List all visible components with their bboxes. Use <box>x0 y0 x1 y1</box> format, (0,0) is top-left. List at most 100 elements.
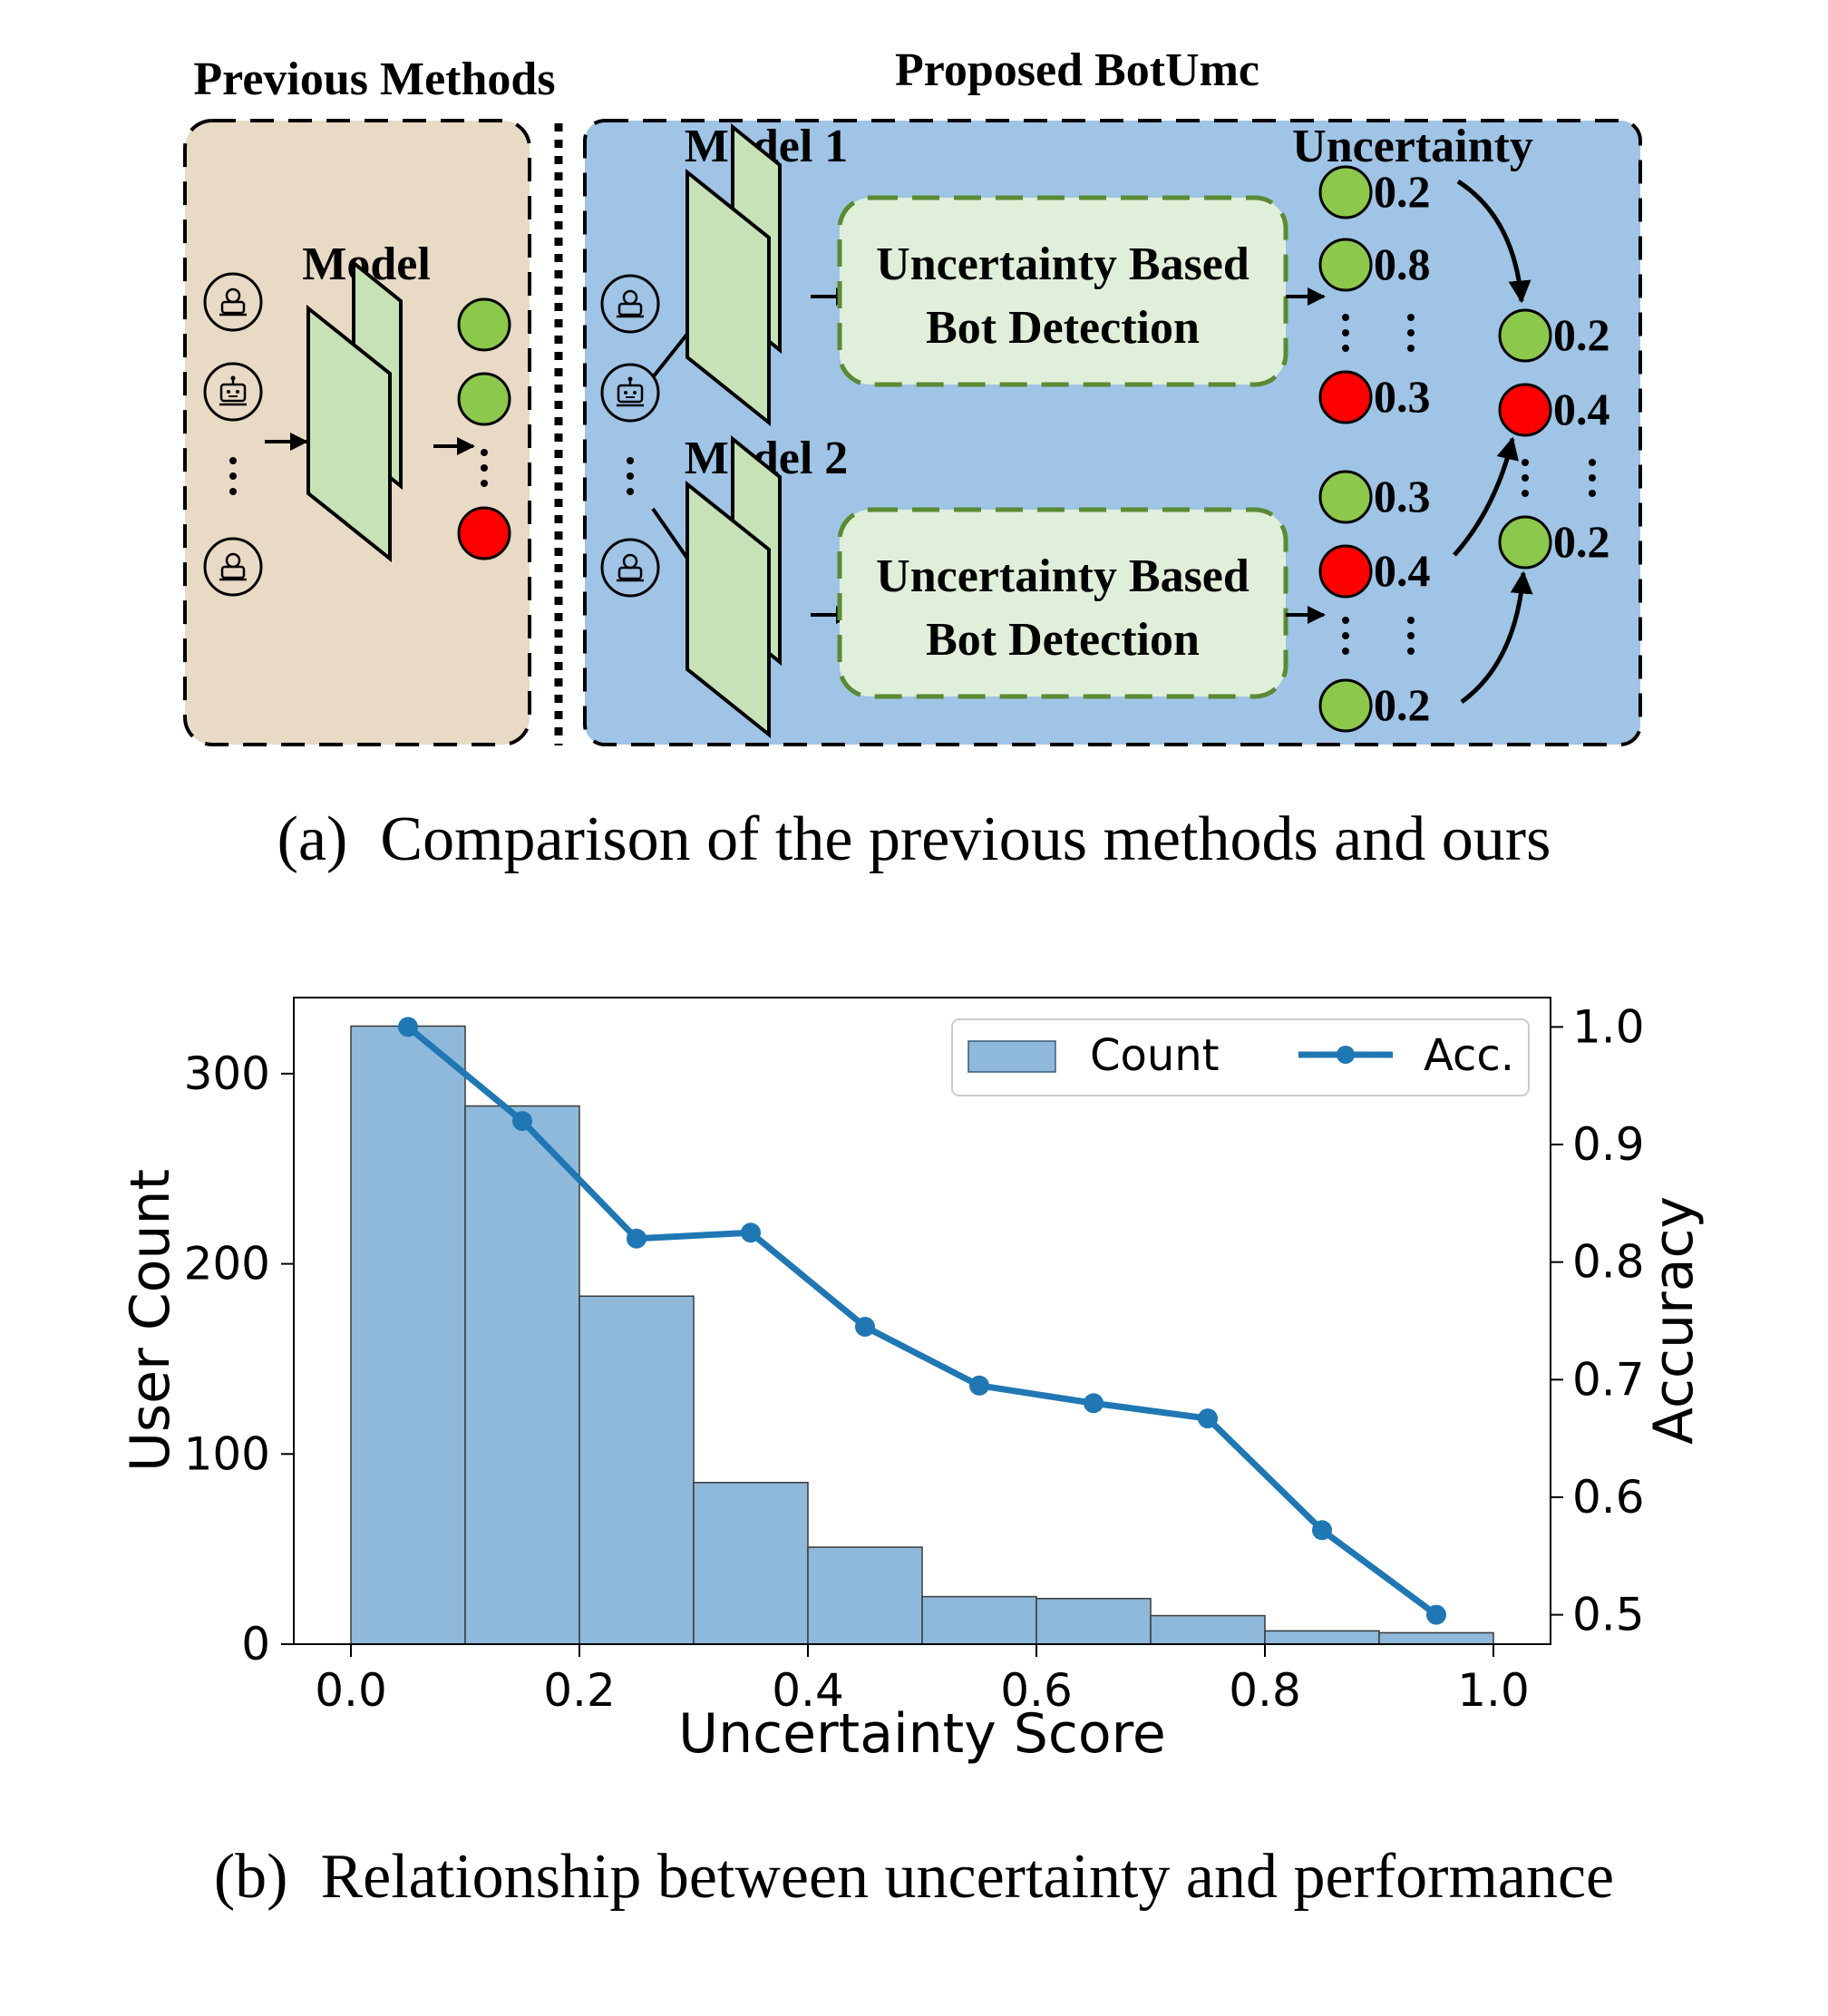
score-green-dot <box>1318 678 1373 733</box>
ellipsis-icon <box>481 449 488 487</box>
y2-tick-label: 0.9 <box>1572 1118 1645 1171</box>
y2-tick-label: 0.5 <box>1572 1589 1645 1641</box>
combined-green-dot <box>1498 515 1552 570</box>
score-value: 0.3 <box>1374 371 1431 422</box>
accuracy-point <box>627 1228 647 1249</box>
previous-methods-title: Previous Methods <box>193 54 555 105</box>
legend-count-swatch <box>967 1040 1056 1073</box>
legend-acc-label: Acc. <box>1424 1030 1514 1081</box>
legend: Count Acc. <box>951 1018 1530 1096</box>
caption-a-text: Comparison of the previous methods and o… <box>380 804 1551 874</box>
accuracy-point <box>741 1222 761 1243</box>
y2-axis-ticks: 0.5 0.6 0.7 0.8 0.9 1.0 <box>1551 1000 1645 1641</box>
ellipsis-icon <box>1342 314 1349 352</box>
x-tick-label: 0.6 <box>1000 1664 1073 1717</box>
prediction-green-dot <box>457 297 511 352</box>
count-bar <box>921 1595 1037 1645</box>
caption-b: (b) Relationship between uncertainty and … <box>0 1841 1828 1914</box>
caption-a-tag: (a) <box>277 804 348 874</box>
count-bar <box>1036 1597 1152 1645</box>
y-axis-label: User Count <box>119 1169 182 1472</box>
accuracy-point <box>1084 1393 1104 1414</box>
y-tick-label: 200 <box>184 1238 270 1290</box>
score-value: 0.4 <box>1374 545 1431 596</box>
score-red-dot <box>1318 370 1373 424</box>
merge-arrow <box>1460 570 1533 705</box>
y-tick-label: 100 <box>184 1427 270 1480</box>
accuracy-point <box>969 1375 989 1396</box>
uncertainty-header: Uncertainty <box>1292 121 1533 172</box>
y-axis-ticks: 0 100 200 300 <box>184 1047 294 1670</box>
detection-box-1-line1: Uncertainty Based <box>876 239 1249 290</box>
count-bar <box>1264 1630 1380 1645</box>
caption-b-text: Relationship between uncertainty and per… <box>320 1842 1615 1912</box>
accuracy-point <box>1426 1604 1446 1625</box>
score-value: 0.3 <box>1374 471 1431 521</box>
accuracy-line-path <box>405 1024 1439 1618</box>
accuracy-point <box>855 1316 875 1337</box>
prediction-red-dot <box>457 506 511 560</box>
uncertainty-detection-box-2 <box>837 507 1288 699</box>
y2-tick-label: 0.8 <box>1572 1236 1645 1289</box>
detection-box-1-line2: Bot Detection <box>926 302 1200 354</box>
accuracy-line <box>398 1017 1446 1625</box>
count-bars <box>350 1025 1494 1645</box>
accuracy-point <box>1312 1520 1332 1541</box>
plot-frame <box>293 997 1551 1645</box>
score-value: 0.2 <box>1374 679 1431 730</box>
comparison-diagram: Previous Methods Model Proposed BotUmc M… <box>183 44 1642 746</box>
legend-acc-marker <box>1337 1046 1355 1064</box>
x-tick-label: 1.0 <box>1457 1664 1530 1717</box>
detection-box-2-line1: Uncertainty Based <box>876 550 1249 602</box>
accuracy-point <box>398 1017 418 1037</box>
x-tick-label: 0.8 <box>1229 1664 1301 1717</box>
score-green-dot <box>1318 470 1373 524</box>
caption-a: (a) Comparison of the previous methods an… <box>0 803 1828 876</box>
combined-green-dot <box>1498 308 1552 363</box>
ellipsis-icon <box>1342 617 1349 655</box>
ellipsis-icon <box>1407 617 1415 655</box>
ellipsis-icon <box>1522 459 1529 497</box>
score-green-dot <box>1318 238 1373 292</box>
count-bar <box>1378 1631 1494 1645</box>
combined-score-value: 0.2 <box>1553 516 1610 567</box>
y2-tick-label: 0.6 <box>1572 1471 1645 1524</box>
accuracy-point <box>512 1111 532 1132</box>
combined-score-value: 0.4 <box>1553 384 1610 434</box>
uncertainty-detection-box-1 <box>837 195 1288 387</box>
y2-axis-label: Accuracy <box>1642 1196 1706 1445</box>
y-tick-label: 0 <box>241 1618 270 1670</box>
y2-tick-label: 0.7 <box>1572 1353 1645 1406</box>
ellipsis-icon <box>1589 459 1596 497</box>
count-bar <box>1150 1614 1266 1645</box>
x-tick-label: 0.0 <box>315 1664 387 1717</box>
legend-count-label: Count <box>1090 1030 1220 1081</box>
merge-arrow <box>1453 436 1519 557</box>
caption-b-tag: (b) <box>213 1842 288 1912</box>
count-bar <box>693 1482 809 1645</box>
score-value: 0.8 <box>1374 239 1431 289</box>
proposed-botumc-title: Proposed BotUmc <box>895 44 1259 96</box>
detection-box-2-line2: Bot Detection <box>926 614 1200 666</box>
combined-red-dot <box>1498 383 1552 437</box>
count-bar <box>807 1546 923 1645</box>
ellipsis-icon <box>1407 314 1415 352</box>
legend-frame <box>951 1018 1530 1096</box>
score-value: 0.2 <box>1374 166 1431 217</box>
score-green-dot <box>1318 165 1373 219</box>
prediction-green-dot <box>457 372 511 426</box>
accuracy-point <box>1198 1408 1218 1429</box>
x-tick-label: 0.4 <box>772 1664 844 1717</box>
y2-tick-label: 1.0 <box>1572 1000 1645 1053</box>
x-tick-label: 0.2 <box>543 1664 616 1717</box>
x-axis-label: Uncertainty Score <box>678 1702 1166 1766</box>
y-tick-label: 300 <box>184 1047 270 1100</box>
x-axis-ticks: 0.0 0.2 0.4 0.6 0.8 1.0 <box>315 1644 1530 1717</box>
count-bar <box>350 1025 466 1645</box>
score-red-dot <box>1318 544 1373 599</box>
combined-score-value: 0.2 <box>1553 309 1610 360</box>
count-bar <box>464 1105 580 1645</box>
merge-arrow <box>1456 179 1531 304</box>
ellipsis-icon <box>229 457 237 495</box>
ellipsis-icon <box>627 457 634 495</box>
